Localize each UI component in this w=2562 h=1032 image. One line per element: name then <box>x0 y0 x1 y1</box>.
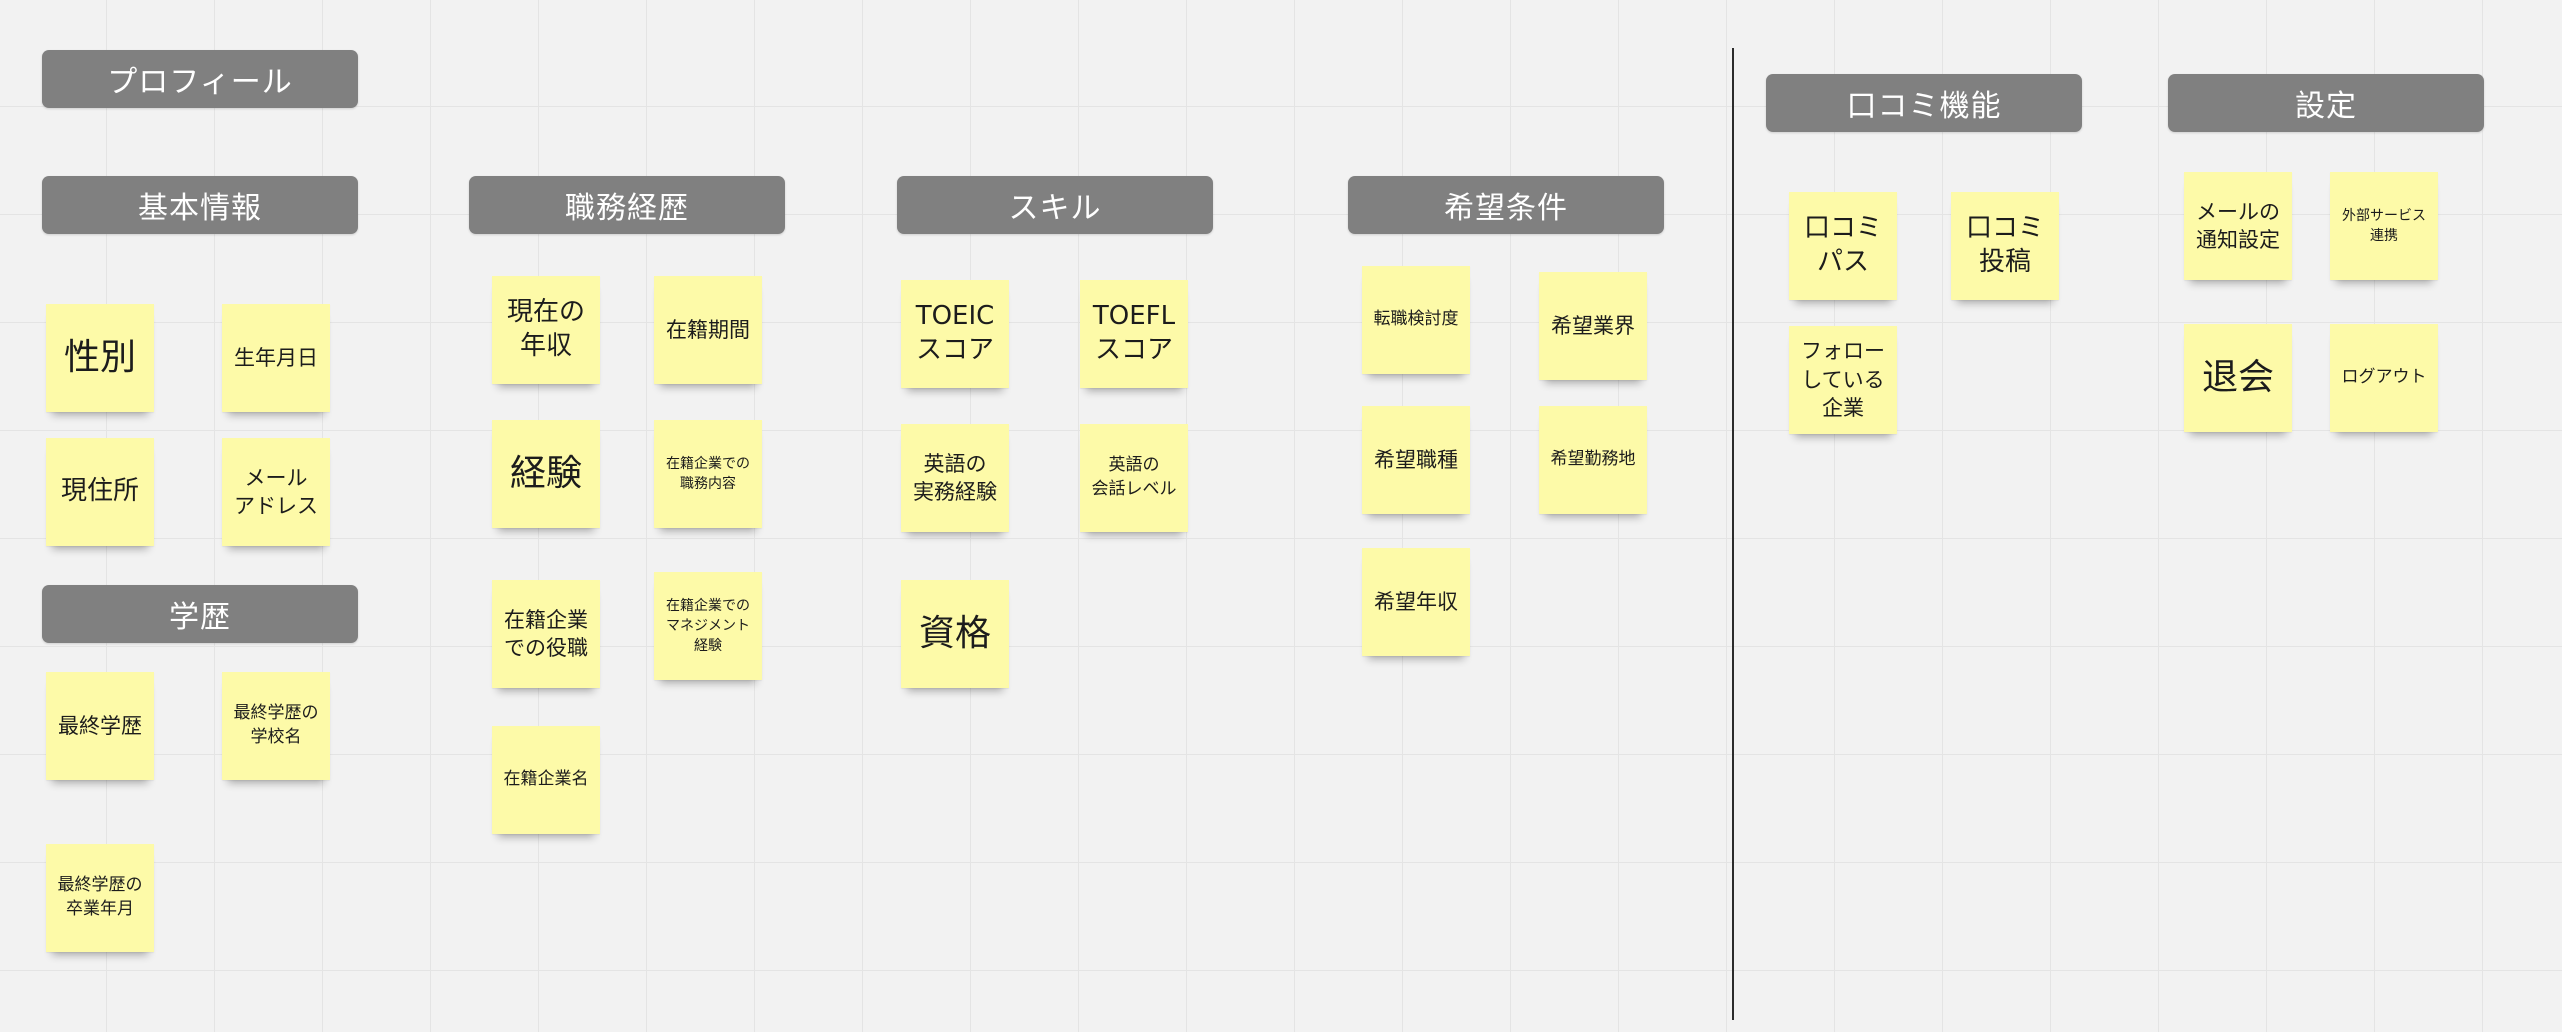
sticky-note-logout[interactable]: ログアウト <box>2330 324 2438 432</box>
sticky-note-certifications[interactable]: 資格 <box>901 580 1009 688</box>
sticky-note-final-education[interactable]: 最終学歴 <box>46 672 154 780</box>
sticky-note-withdraw[interactable]: 退会 <box>2184 324 2292 432</box>
sticky-note-followed-companies[interactable]: フォロー している 企業 <box>1789 326 1897 434</box>
header-skills[interactable]: スキル <box>897 176 1213 234</box>
sticky-note-current-salary[interactable]: 現在の 年収 <box>492 276 600 384</box>
sticky-note-english-conversation[interactable]: 英語の 会話レベル <box>1080 424 1188 532</box>
sticky-note-position[interactable]: 在籍企業 での役職 <box>492 580 600 688</box>
header-education[interactable]: 学歴 <box>42 585 358 643</box>
sticky-note-external-services[interactable]: 外部サービス 連携 <box>2330 172 2438 280</box>
sticky-note-graduation-date[interactable]: 最終学歴の 卒業年月 <box>46 844 154 952</box>
sticky-note-desired-location[interactable]: 希望勤務地 <box>1539 406 1647 514</box>
sticky-note-company-name[interactable]: 在籍企業名 <box>492 726 600 834</box>
sticky-note-desired-industry[interactable]: 希望業界 <box>1539 272 1647 380</box>
header-reviews[interactable]: 口コミ機能 <box>1766 74 2082 132</box>
sticky-note-birthdate[interactable]: 生年月日 <box>222 304 330 412</box>
sticky-note-job-duties[interactable]: 在籍企業での 職務内容 <box>654 420 762 528</box>
vertical-divider <box>1732 48 1734 1020</box>
header-basic-info[interactable]: 基本情報 <box>42 176 358 234</box>
sticky-note-desired-salary[interactable]: 希望年収 <box>1362 548 1470 656</box>
sticky-note-management-experience[interactable]: 在籍企業での マネジメント 経験 <box>654 572 762 680</box>
sticky-note-gender[interactable]: 性別 <box>46 304 154 412</box>
sticky-note-english-work-experience[interactable]: 英語の 実務経験 <box>901 424 1009 532</box>
sticky-note-school-name[interactable]: 最終学歴の 学校名 <box>222 672 330 780</box>
sticky-note-review-pass[interactable]: 口コミ パス <box>1789 192 1897 300</box>
header-career[interactable]: 職務経歴 <box>469 176 785 234</box>
header-settings[interactable]: 設定 <box>2168 74 2484 132</box>
sticky-note-email-notifications[interactable]: メールの 通知設定 <box>2184 172 2292 280</box>
sticky-note-tenure[interactable]: 在籍期間 <box>654 276 762 384</box>
sticky-note-review-post[interactable]: 口コミ 投稿 <box>1951 192 2059 300</box>
header-preferences[interactable]: 希望条件 <box>1348 176 1664 234</box>
header-profile[interactable]: プロフィール <box>42 50 358 108</box>
sticky-note-job-change-level[interactable]: 転職検討度 <box>1362 266 1470 374</box>
sticky-note-toefl[interactable]: TOEFL スコア <box>1080 280 1188 388</box>
sticky-note-address[interactable]: 現住所 <box>46 438 154 546</box>
sticky-note-toeic[interactable]: TOEIC スコア <box>901 280 1009 388</box>
sticky-note-desired-job-type[interactable]: 希望職種 <box>1362 406 1470 514</box>
sticky-note-experience[interactable]: 経験 <box>492 420 600 528</box>
sticky-note-email[interactable]: メール アドレス <box>222 438 330 546</box>
